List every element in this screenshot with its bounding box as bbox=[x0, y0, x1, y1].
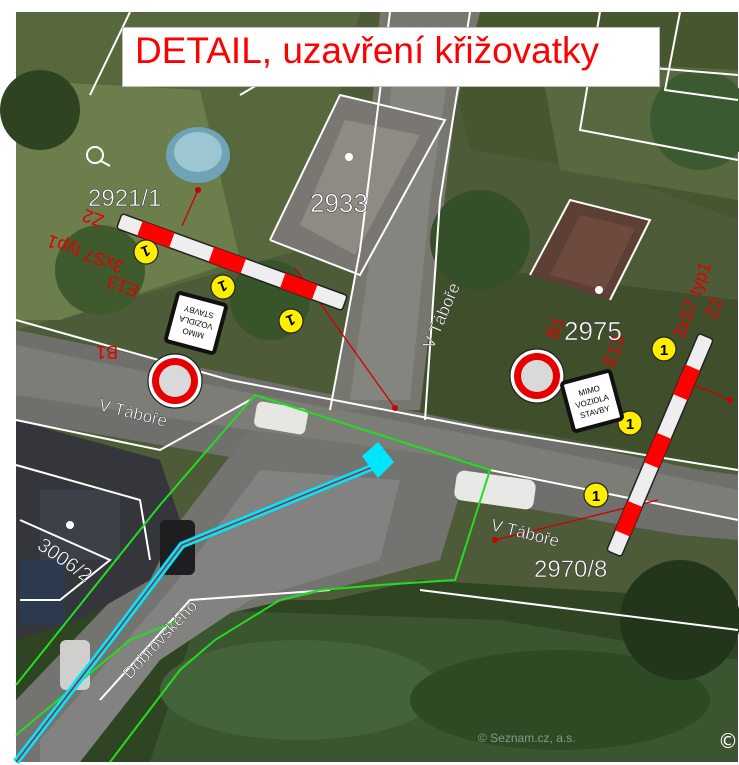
parcel-2975: 2975 bbox=[564, 316, 622, 346]
svg-text:1: 1 bbox=[626, 416, 634, 433]
svg-text:1: 1 bbox=[592, 488, 600, 505]
map-attribution: © Seznam.cz, a.s. bbox=[478, 731, 576, 745]
barrier-right[interactable] bbox=[606, 333, 714, 557]
parcel-2970: 2970/8 bbox=[534, 556, 607, 583]
parcel-2933: 2933 bbox=[310, 188, 368, 218]
barrier-left[interactable] bbox=[116, 213, 348, 311]
marker-1-c[interactable]: 1 bbox=[276, 306, 307, 337]
b1-label-left: B1 bbox=[96, 342, 118, 362]
parcel-symbols bbox=[66, 146, 603, 529]
detour-route bbox=[13, 442, 394, 765]
e13-plate-left[interactable]: MIMO VOZIDLA STAVBY bbox=[164, 291, 228, 355]
svg-text:1: 1 bbox=[660, 342, 668, 359]
marker-1-d[interactable]: 1 bbox=[651, 336, 677, 362]
page-title: DETAIL, uzavření křižovatky bbox=[135, 30, 600, 71]
marker-1-f[interactable]: 1 bbox=[583, 482, 609, 508]
route-end-arrow bbox=[362, 442, 394, 478]
parcel-2921: 2921/1 bbox=[88, 185, 161, 212]
e13-plate-right[interactable]: MIMO VOZIDLA STAVBY bbox=[560, 369, 624, 433]
parcel-boundaries bbox=[15, 11, 739, 701]
copyright-icon: © bbox=[718, 729, 738, 753]
b1-sign-icon-right[interactable] bbox=[509, 348, 565, 404]
closure-area-outline bbox=[15, 393, 492, 763]
b1-sign-icon-left[interactable] bbox=[147, 353, 203, 409]
title-box bbox=[122, 27, 660, 87]
marker-1-a[interactable]: 1 bbox=[131, 237, 162, 268]
marker-1-b[interactable]: 1 bbox=[208, 272, 239, 303]
marker-1-e[interactable]: 1 bbox=[617, 410, 643, 436]
aerial-background bbox=[0, 12, 739, 762]
